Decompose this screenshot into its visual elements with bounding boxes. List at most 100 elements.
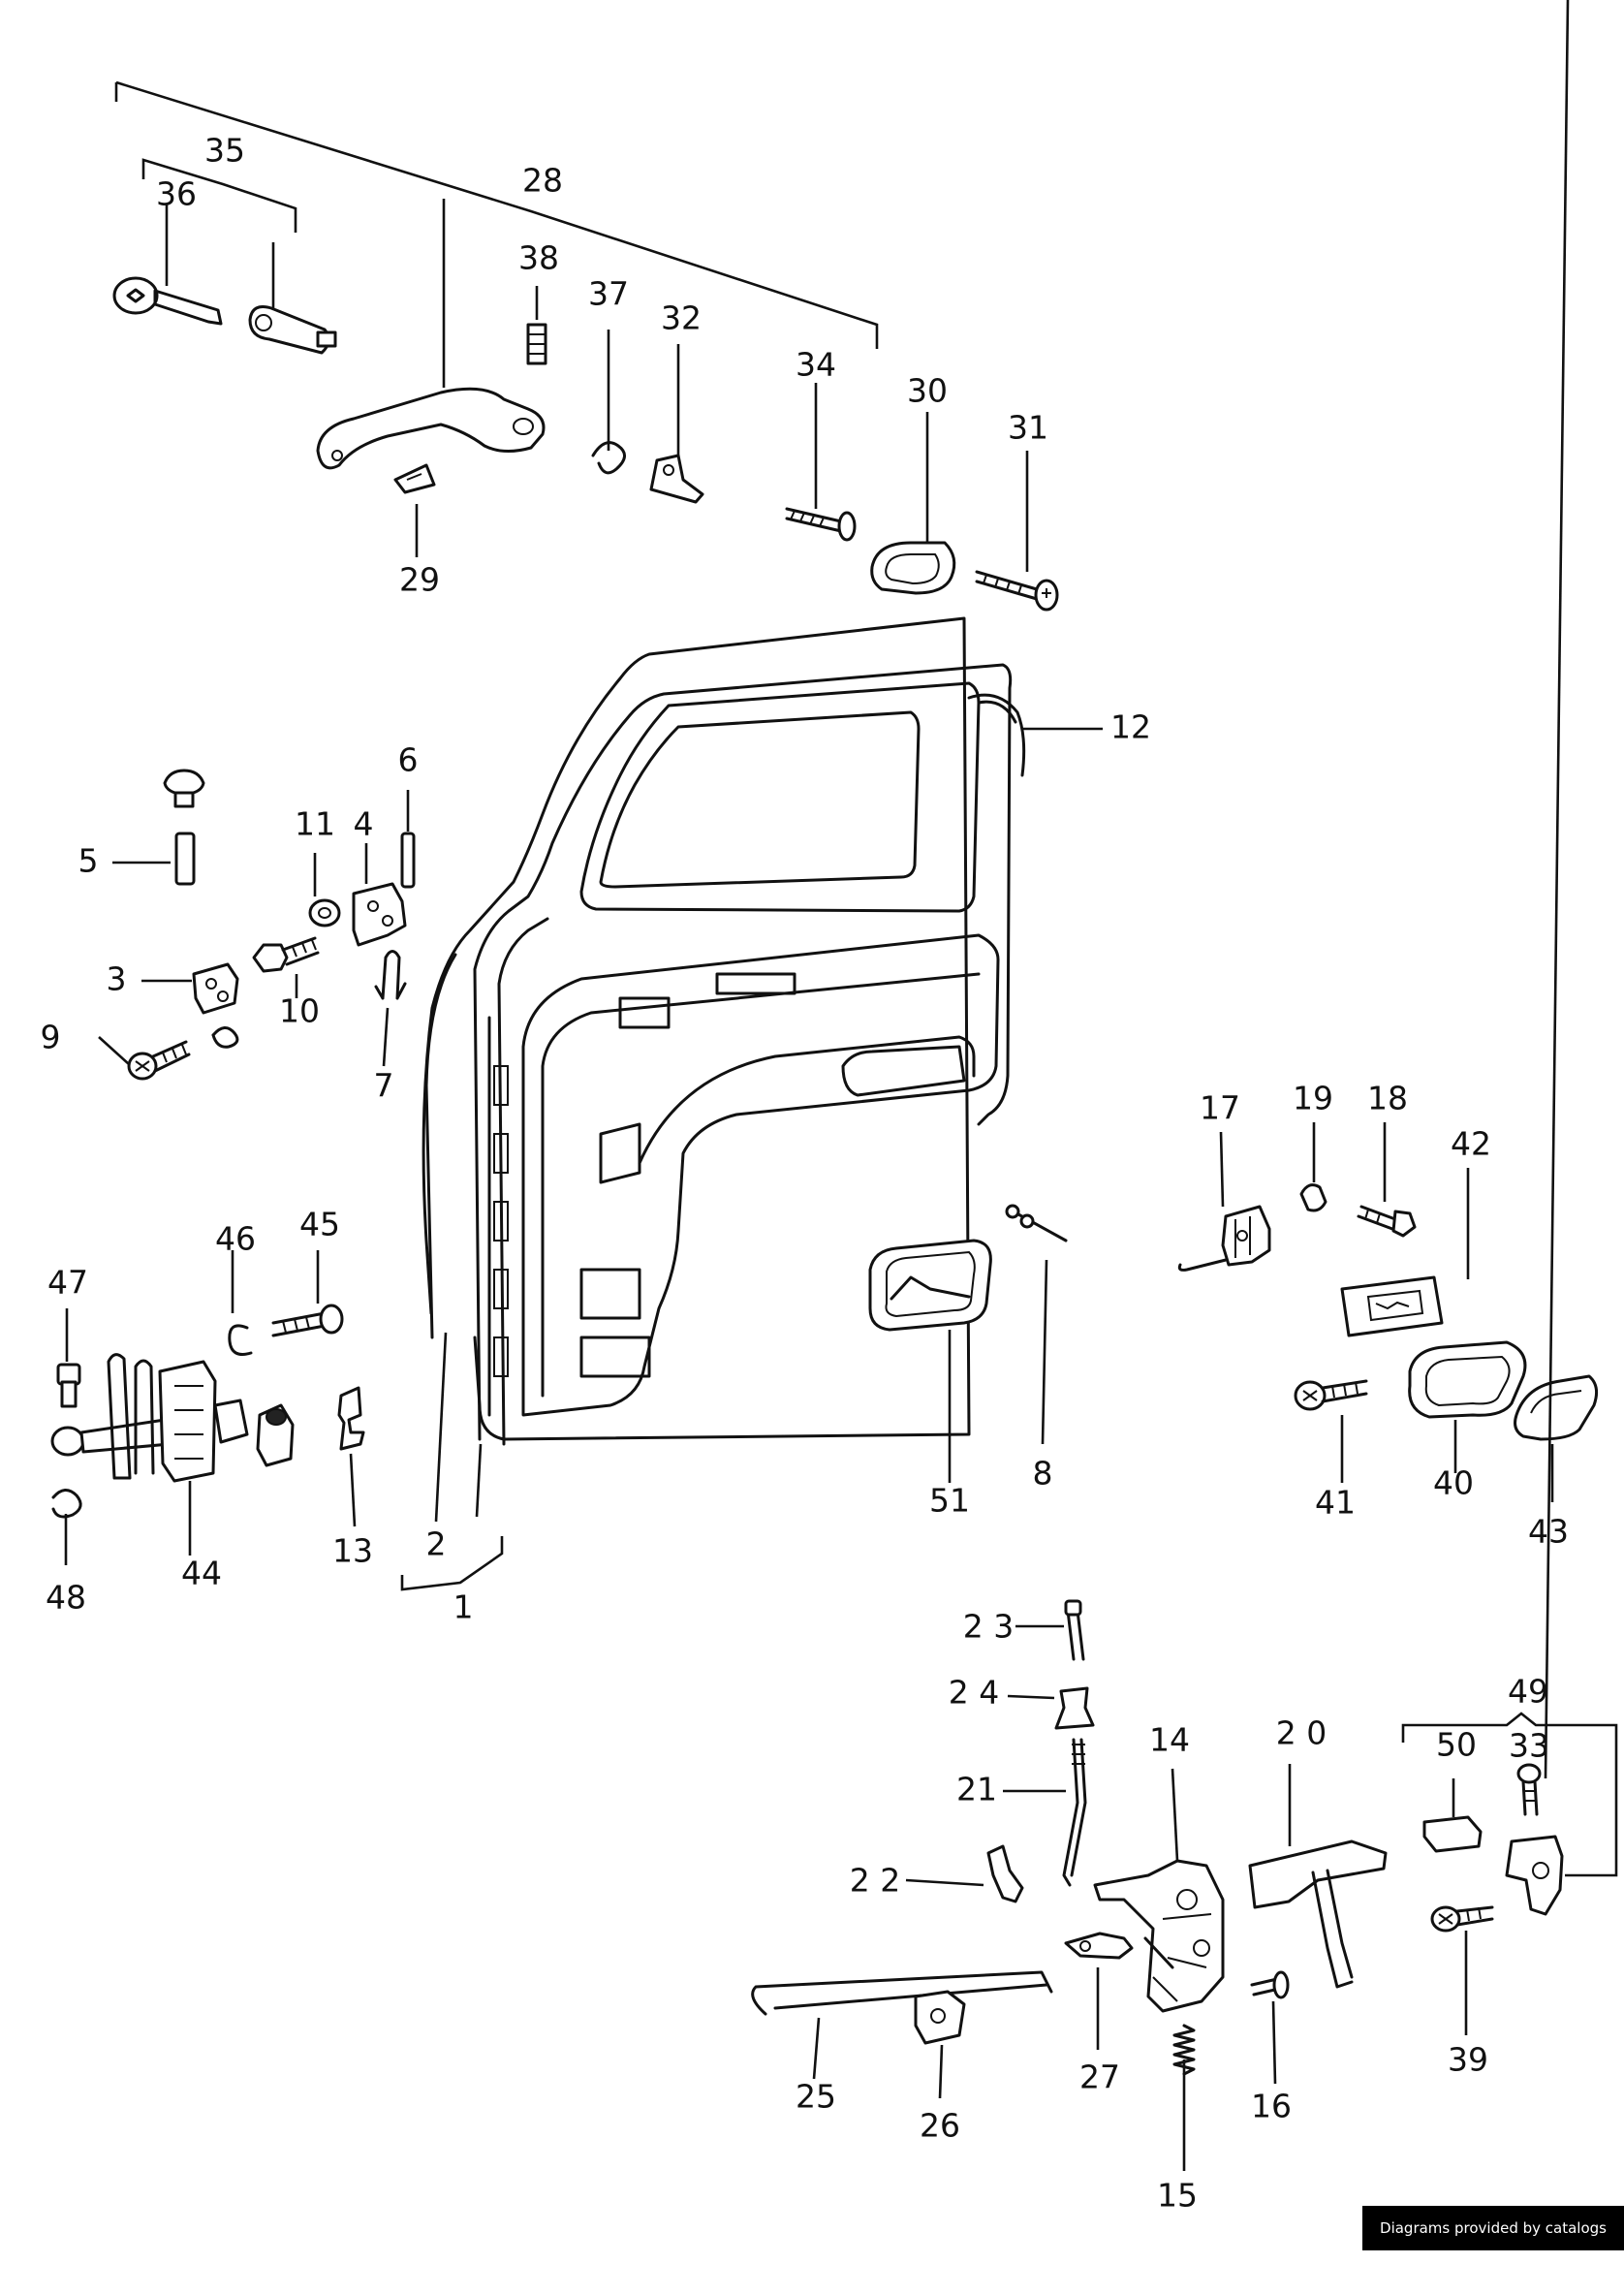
label-22: 2 2 (850, 1862, 900, 1900)
label-48: 48 (46, 1579, 86, 1617)
bolt-part-47 (56, 1363, 81, 1408)
label-20: 2 0 (1276, 1714, 1327, 1752)
hinge-clip-part-7 (374, 950, 407, 1000)
screw-part-16 (1250, 1970, 1290, 1999)
label-2: 2 (426, 1525, 447, 1563)
screw-part-33 (1516, 1763, 1542, 1816)
block-part-50 (1422, 1815, 1483, 1853)
hinge-part-3 (192, 962, 239, 1049)
leader-lines (64, 0, 1570, 2171)
label-18: 18 (1367, 1080, 1408, 1117)
label-28: 28 (522, 162, 563, 200)
escutcheon-part-30 (870, 541, 956, 595)
lock-cylinder-part (248, 305, 337, 355)
label-19: 19 (1293, 1080, 1333, 1117)
label-13: 13 (332, 1532, 373, 1570)
handle-bezel-part-40 (1408, 1340, 1527, 1419)
label-25: 25 (796, 2078, 836, 2116)
label-49: 49 (1508, 1673, 1548, 1711)
bracket-part-20 (1248, 1839, 1388, 1989)
label-47: 47 (47, 1264, 88, 1302)
lever-part-27 (1064, 1932, 1134, 1960)
label-23: 2 3 (963, 1608, 1014, 1646)
label-34: 34 (796, 346, 836, 384)
striker-part (1505, 1835, 1564, 1916)
pin-part-6 (400, 832, 416, 889)
bolt-part-10 (252, 936, 320, 973)
screw-part-41 (1294, 1379, 1368, 1411)
label-40: 40 (1433, 1464, 1474, 1502)
hinge-cap-part (163, 769, 205, 808)
label-10: 10 (279, 992, 320, 1030)
label-42: 42 (1451, 1125, 1491, 1163)
label-32: 32 (661, 299, 702, 337)
roller-arm-part-44 (50, 1353, 295, 1483)
clip-part-46 (228, 1324, 253, 1356)
grommet-part-24 (1054, 1686, 1095, 1730)
hinge-plate-part-4 (352, 882, 407, 947)
label-51: 51 (929, 1482, 970, 1520)
label-9: 9 (41, 1019, 61, 1056)
lever-part-32 (649, 454, 704, 504)
screw-part-18 (1357, 1205, 1417, 1238)
screw-part-45 (271, 1304, 344, 1337)
label-29: 29 (399, 561, 440, 599)
label-11: 11 (295, 805, 335, 843)
washer-part-11 (308, 898, 341, 927)
label-41: 41 (1315, 1484, 1356, 1522)
group-bracket-1 (400, 1536, 504, 1591)
group-bracket-49 (1401, 1712, 1618, 1877)
hinge-pin-part-5 (174, 832, 196, 886)
label-14: 14 (1149, 1721, 1190, 1759)
label-36: 36 (156, 175, 197, 213)
label-45: 45 (299, 1206, 340, 1243)
bracket-part-13 (337, 1386, 365, 1451)
label-17: 17 (1200, 1089, 1240, 1127)
screw-part-39 (1430, 1905, 1494, 1933)
label-44: 44 (181, 1555, 222, 1592)
label-50: 50 (1436, 1726, 1477, 1764)
spring-part-15 (1172, 2024, 1196, 2076)
pin-part-8 (1005, 1204, 1068, 1242)
label-24: 2 4 (949, 1674, 999, 1712)
label-8: 8 (1033, 1455, 1053, 1493)
cover-part-43 (1514, 1374, 1599, 1441)
label-3: 3 (107, 960, 127, 998)
handle-lever-part-17 (1177, 1205, 1271, 1272)
group-bracket-28 (114, 80, 879, 349)
label-16: 16 (1251, 2088, 1292, 2125)
label-7: 7 (374, 1067, 394, 1105)
rod-clip-part-23 (1064, 1599, 1085, 1661)
label-38: 38 (518, 239, 559, 277)
door-shell-part-1 (422, 616, 1026, 1446)
pad-part-42 (1340, 1275, 1444, 1337)
label-6: 6 (398, 741, 419, 779)
group-bracket-35 (141, 158, 297, 233)
label-12: 12 (1110, 708, 1151, 746)
label-39: 39 (1448, 2041, 1488, 2079)
label-46: 46 (215, 1220, 256, 1258)
screw-part-9 (127, 1040, 191, 1081)
label-15: 15 (1157, 2177, 1198, 2215)
screw-part-34 (785, 507, 857, 542)
bracket-part-22 (986, 1844, 1024, 1903)
door-handle-part-28 (316, 387, 546, 470)
rod-part-21 (1062, 1738, 1087, 1887)
label-27: 27 (1079, 2059, 1120, 2096)
label-4: 4 (354, 805, 374, 843)
clip-part-48 (51, 1489, 82, 1519)
label-21: 21 (956, 1771, 997, 1808)
clip-part-26 (914, 1990, 966, 2045)
screw-part-31 (975, 570, 1059, 612)
label-26: 26 (920, 2107, 960, 2145)
label-43: 43 (1528, 1513, 1569, 1551)
label-1: 1 (453, 1588, 474, 1626)
handle-pad-part-29 (393, 463, 436, 494)
label-35: 35 (204, 132, 245, 170)
label-30: 30 (907, 372, 948, 410)
nut-part-19 (1299, 1183, 1327, 1212)
label-37: 37 (588, 275, 629, 313)
inner-handle-part-51 (868, 1239, 992, 1332)
credit-banner: Diagrams provided by catalogs parts (1362, 2206, 1624, 2281)
